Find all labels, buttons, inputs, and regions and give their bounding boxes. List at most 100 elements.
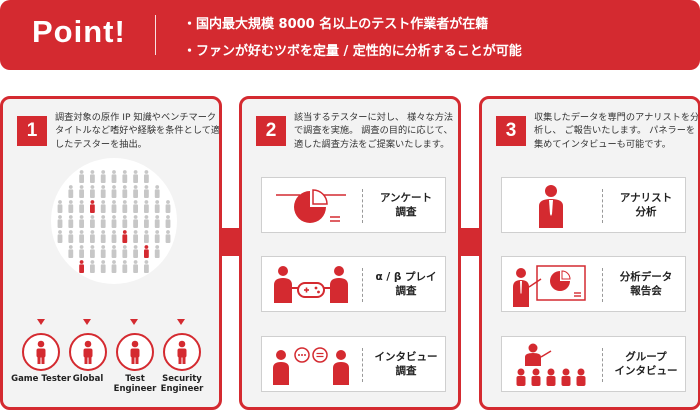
segment-test-engineer	[116, 333, 154, 371]
crowd-person	[79, 230, 84, 243]
crowd-person	[57, 215, 63, 228]
analyst-icon	[539, 185, 563, 228]
crowd-person	[111, 230, 117, 243]
interview-icon	[273, 347, 349, 385]
crowd-person	[154, 245, 160, 258]
crowd-person	[111, 200, 117, 213]
crowd-person	[68, 230, 74, 243]
crowd-person	[144, 230, 149, 243]
crowd-person	[144, 200, 149, 213]
crowd-person	[100, 185, 106, 198]
crowd-person	[165, 215, 171, 228]
crowd-person	[79, 245, 84, 258]
banner-divider	[155, 15, 156, 55]
crowd-person	[90, 260, 95, 273]
person-icon	[177, 340, 187, 364]
connector-1-2	[219, 228, 242, 256]
crowd-person	[154, 230, 160, 243]
crowd-person	[154, 215, 160, 228]
crowd-person	[90, 200, 95, 213]
crowd-person	[144, 170, 149, 183]
crowd-person	[165, 200, 171, 213]
crowd-person	[144, 215, 149, 228]
segment-game-tester	[22, 333, 60, 371]
person-icon	[130, 340, 140, 364]
crowd-person	[111, 245, 117, 258]
crowd-person	[133, 215, 138, 228]
crowd-person	[154, 185, 160, 198]
crowd-person	[90, 185, 95, 198]
point-banner: Point! ・国内最大規模 8000 名以上のテスト作業者が在籍 ・ファンが好…	[0, 0, 700, 70]
output-group-interview-label: グループ インタビュー	[614, 351, 678, 377]
crowd-person	[100, 245, 106, 258]
crowd-person	[68, 245, 74, 258]
crowd-person	[57, 230, 63, 243]
crowd-person	[68, 185, 74, 198]
crowd-person	[79, 260, 84, 273]
crowd-person	[100, 230, 106, 243]
step-2-description: 該当するテスターに対し、 様々な方法で調査を実施。 調査の目的に応じて、適した調…	[294, 112, 454, 150]
crowd-person	[133, 230, 138, 243]
crowd-person	[122, 230, 128, 243]
segment-security-engineer	[163, 333, 201, 371]
output-group-interview-card: グループ インタビュー	[501, 336, 686, 392]
segment-label-security-engineer: Security Engineer	[160, 374, 204, 395]
step-3-panel: 3 収集したデータを専門のアナリストを分析し、 ご報告いたします。 パネラーを集…	[479, 96, 700, 410]
crowd-person	[122, 260, 128, 273]
step-1-number: 1	[17, 116, 47, 146]
banner-point-1: ・国内最大規模 8000 名以上のテスト作業者が在籍	[183, 17, 489, 32]
method-interview-card: インタビュー 調査	[261, 336, 446, 392]
crowd-person	[122, 215, 128, 228]
crowd-person	[100, 170, 106, 183]
crowd-person	[144, 185, 149, 198]
crowd-person	[90, 170, 95, 183]
crowd-person	[144, 260, 149, 273]
step-1-description: 調査対象の原作 IP 知識やベンチマークタイトルなど嗜好や経験を条件として適した…	[55, 112, 221, 150]
banner-point-2: ・ファンが好むツボを定量 / 定性的に分析することが可能	[183, 44, 522, 59]
crowd-person	[90, 230, 95, 243]
crowd-person	[100, 200, 106, 213]
output-report-label: 分析データ 報告会	[619, 271, 673, 297]
crowd-person	[165, 230, 171, 243]
crowd-person	[111, 260, 117, 273]
crowd-person	[79, 215, 84, 228]
segment-label-test-engineer: Test Engineer	[113, 374, 157, 395]
person-icon	[36, 340, 46, 364]
crowd-person	[100, 215, 106, 228]
segment-label-game-tester: Game Tester	[11, 374, 71, 384]
method-survey-card: アンケート 調査	[261, 177, 446, 233]
presentation-icon	[513, 265, 586, 307]
crowd-person	[111, 185, 117, 198]
pie-chart-icon	[276, 189, 346, 223]
crowd-person	[100, 260, 106, 273]
banner-title: Point!	[32, 14, 126, 49]
output-analyst-card: アナリスト 分析	[501, 177, 686, 233]
crowd-person	[133, 245, 138, 258]
crowd-person	[122, 245, 128, 258]
arrow-down-icon	[177, 319, 185, 325]
method-survey-label: アンケート 調査	[379, 192, 433, 218]
crowd-person	[154, 200, 160, 213]
step-3-number: 3	[496, 116, 526, 146]
crowd-icon	[57, 170, 171, 273]
crowd-person	[133, 185, 138, 198]
segment-global	[69, 333, 107, 371]
crowd-person	[57, 200, 63, 213]
crowd-person	[79, 200, 84, 213]
step-2-number: 2	[256, 116, 286, 146]
crowd-person	[90, 215, 95, 228]
arrow-down-icon	[37, 319, 45, 325]
arrow-down-icon	[130, 319, 138, 325]
crowd-person	[68, 200, 74, 213]
crowd-person	[144, 245, 149, 258]
method-interview-label: インタビュー 調査	[374, 351, 438, 377]
arrow-down-icon	[83, 319, 91, 325]
method-play-test-label: α / β プレイ 調査	[375, 271, 437, 297]
person-icon	[83, 340, 93, 364]
crowd-person	[133, 170, 138, 183]
crowd-person	[90, 245, 95, 258]
output-analyst-label: アナリスト 分析	[619, 192, 673, 218]
crowd-person	[122, 185, 128, 198]
step-1-panel: 1 調査対象の原作 IP 知識やベンチマークタイトルなど嗜好や経験を条件として適…	[0, 96, 222, 410]
step-2-panel: 2 該当するテスターに対し、 様々な方法で調査を実施。 調査の目的に応じて、適し…	[239, 96, 461, 410]
